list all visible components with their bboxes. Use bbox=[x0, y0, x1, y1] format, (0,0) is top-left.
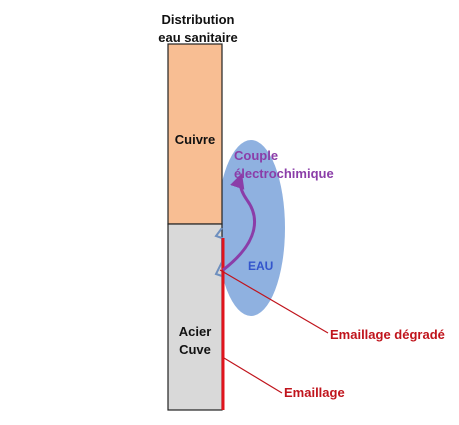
couple-label-line-1: Couple bbox=[234, 148, 279, 163]
title-line-1: Distribution bbox=[161, 12, 235, 27]
water-label: EAU bbox=[248, 259, 274, 273]
enamel-label: Emaillage bbox=[284, 385, 345, 400]
couple-arrow bbox=[222, 173, 257, 272]
steel-label-line-1: Acier bbox=[178, 324, 212, 339]
enamel-degraded-label: Emaillage dégradé bbox=[330, 327, 445, 342]
enamel-degraded-pointer bbox=[219, 269, 329, 334]
title-line-2: eau sanitaire bbox=[158, 30, 238, 45]
couple-label: Couple électrochimique bbox=[234, 147, 334, 183]
copper-label: Cuivre bbox=[174, 132, 216, 147]
steel-tank bbox=[167, 223, 223, 411]
enamel-pointer bbox=[223, 357, 283, 394]
copper-pipe bbox=[167, 43, 223, 225]
couple-label-line-2: électrochimique bbox=[234, 166, 334, 181]
steel-label: Acier Cuve bbox=[168, 323, 222, 359]
diagram-title: Distribution eau sanitaire bbox=[145, 11, 251, 47]
steel-label-line-2: Cuve bbox=[179, 342, 211, 357]
